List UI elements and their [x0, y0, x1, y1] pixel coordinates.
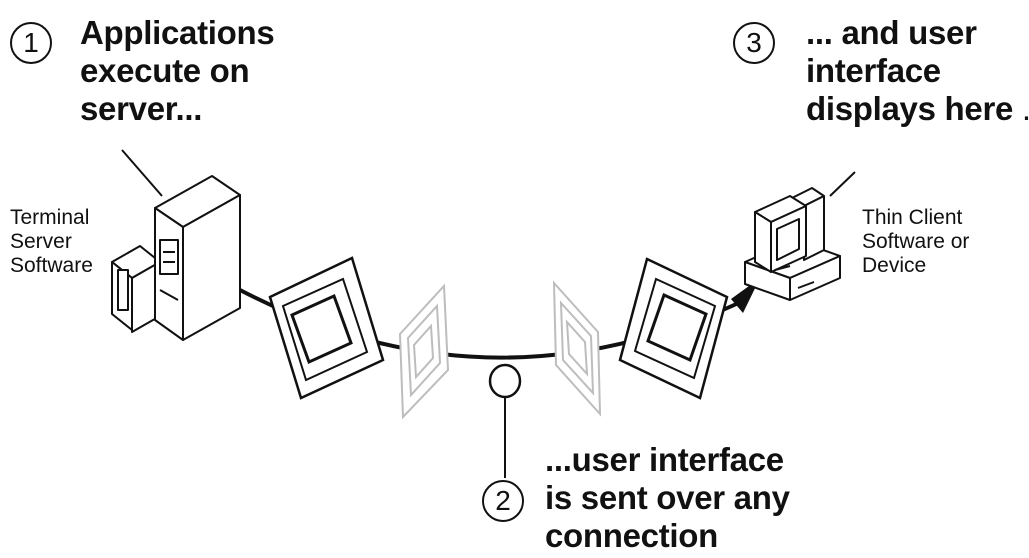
client-leader-line	[829, 171, 856, 197]
step-1-line-3: server...	[80, 90, 203, 127]
server-leader-line	[121, 149, 163, 197]
step-3-line-2: interface	[806, 52, 941, 89]
step-1-badge: 1	[10, 22, 52, 64]
step-1-line-2: execute on	[80, 52, 250, 89]
client-label-line-1: Thin Client	[862, 206, 963, 229]
client-computer-icon	[744, 187, 841, 301]
ui-frame-2	[398, 283, 450, 420]
step-1-line-1: Applications	[80, 14, 275, 51]
step-3-badge: 3	[733, 22, 775, 64]
server-label-line-2: Server	[10, 230, 72, 253]
client-label-line-3: Device	[862, 254, 927, 277]
server-icon	[111, 175, 241, 341]
client-label-line-2: Software or	[862, 230, 970, 253]
connection-point-circle	[488, 363, 522, 399]
server-label-line-3: Software	[10, 254, 93, 277]
step-2-number: 2	[495, 485, 511, 516]
step-3-line-3-text: displays here	[806, 90, 1014, 127]
step-3-number: 3	[746, 27, 762, 58]
server-label-line-1: Terminal	[10, 206, 90, 229]
step-3-ellipsis: ...	[1022, 90, 1029, 127]
step-3-line-3: displays here ...	[806, 90, 1029, 128]
step-1-number: 1	[23, 27, 39, 58]
ui-frame-1	[268, 256, 385, 400]
step-2-line-2: is sent over any	[545, 479, 790, 516]
step-2-line-3: connection	[545, 517, 719, 554]
step-2-badge: 2	[482, 480, 524, 522]
ui-frame-4	[618, 257, 729, 400]
step-2-line-1: ...user interface	[545, 441, 784, 478]
step-3-line-1: ... and user	[806, 14, 977, 51]
ui-frame-3	[552, 280, 602, 417]
